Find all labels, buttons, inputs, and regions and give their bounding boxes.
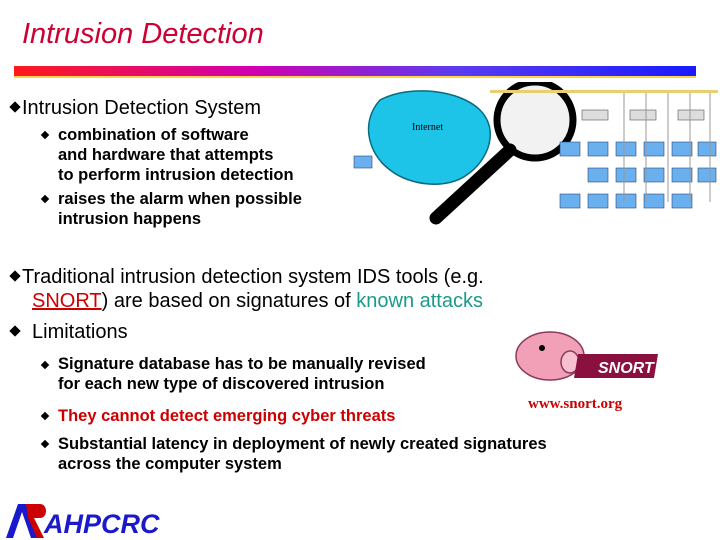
logo-r-mark bbox=[26, 504, 46, 538]
ids-network-illustration: Internet bbox=[353, 82, 718, 225]
limitation-item-3: Substantial latency in deployment of new… bbox=[58, 434, 547, 474]
snort-link[interactable]: SNORT bbox=[32, 290, 102, 312]
bullet-diamond bbox=[40, 130, 50, 140]
bullet-diamond bbox=[9, 325, 21, 337]
text-line: across the computer system bbox=[58, 455, 282, 473]
network-computers bbox=[353, 141, 717, 209]
bullet-diamond bbox=[9, 270, 21, 282]
text-line: for each new type of discovered intrusio… bbox=[58, 375, 385, 393]
snort-logo: SNORT bbox=[515, 331, 658, 381]
text-line: Signature database has to be manually re… bbox=[58, 355, 426, 373]
snort-url[interactable]: www.snort.org bbox=[528, 396, 623, 412]
text-line: SNORT) are based on signatures of known … bbox=[22, 289, 484, 313]
cloud-label: Internet bbox=[412, 122, 443, 133]
snort-logo-text: SNORT bbox=[598, 360, 655, 377]
magnifier-handle bbox=[429, 143, 517, 225]
text-line: combination of software bbox=[58, 126, 249, 144]
ids-alarm: raises the alarm when possible intrusion… bbox=[58, 189, 302, 229]
title-rule bbox=[14, 66, 696, 78]
snort-banner bbox=[574, 354, 658, 378]
ids-heading: Intrusion Detection System bbox=[22, 97, 261, 119]
text-line: intrusion happens bbox=[58, 210, 202, 228]
text-span: ) are based on signatures of bbox=[101, 290, 357, 312]
logo-text: AHPCRC bbox=[43, 509, 160, 539]
logo-a-mark bbox=[6, 504, 38, 538]
text-line: to perform intrusion detection bbox=[58, 166, 294, 184]
bullet-diamond bbox=[40, 360, 50, 370]
limitation-item-1: Signature database has to be manually re… bbox=[58, 354, 426, 394]
bullet-diamond bbox=[40, 411, 50, 421]
bullet-diamond bbox=[40, 194, 50, 204]
magnifier-lens bbox=[493, 82, 577, 162]
bullet-diamond bbox=[9, 101, 21, 113]
text-line: Traditional intrusion detection system I… bbox=[22, 266, 484, 288]
internet-cloud bbox=[367, 90, 491, 185]
network-cables bbox=[623, 93, 711, 202]
text-line: and hardware that attempts bbox=[58, 146, 274, 164]
limitation-item-2: They cannot detect emerging cyber threat… bbox=[58, 407, 396, 425]
backbone-cable bbox=[490, 90, 718, 93]
title-rule-accent bbox=[14, 76, 696, 78]
ahpcrc-logo: AHPCRC bbox=[6, 504, 160, 539]
bullet-diamond bbox=[40, 439, 50, 449]
ids-definition: combination of software and hardware tha… bbox=[58, 125, 294, 185]
text-line: raises the alarm when possible bbox=[58, 190, 302, 208]
known-attacks-text: known attacks bbox=[356, 290, 483, 312]
snort-pig-eye bbox=[539, 345, 545, 351]
limitations-heading: Limitations bbox=[32, 321, 128, 343]
text-line: Substantial latency in deployment of new… bbox=[58, 435, 547, 453]
slide-title: Intrusion Detection bbox=[22, 18, 264, 50]
network-servers bbox=[581, 109, 705, 121]
traditional-ids-text: Traditional intrusion detection system I… bbox=[22, 265, 484, 313]
